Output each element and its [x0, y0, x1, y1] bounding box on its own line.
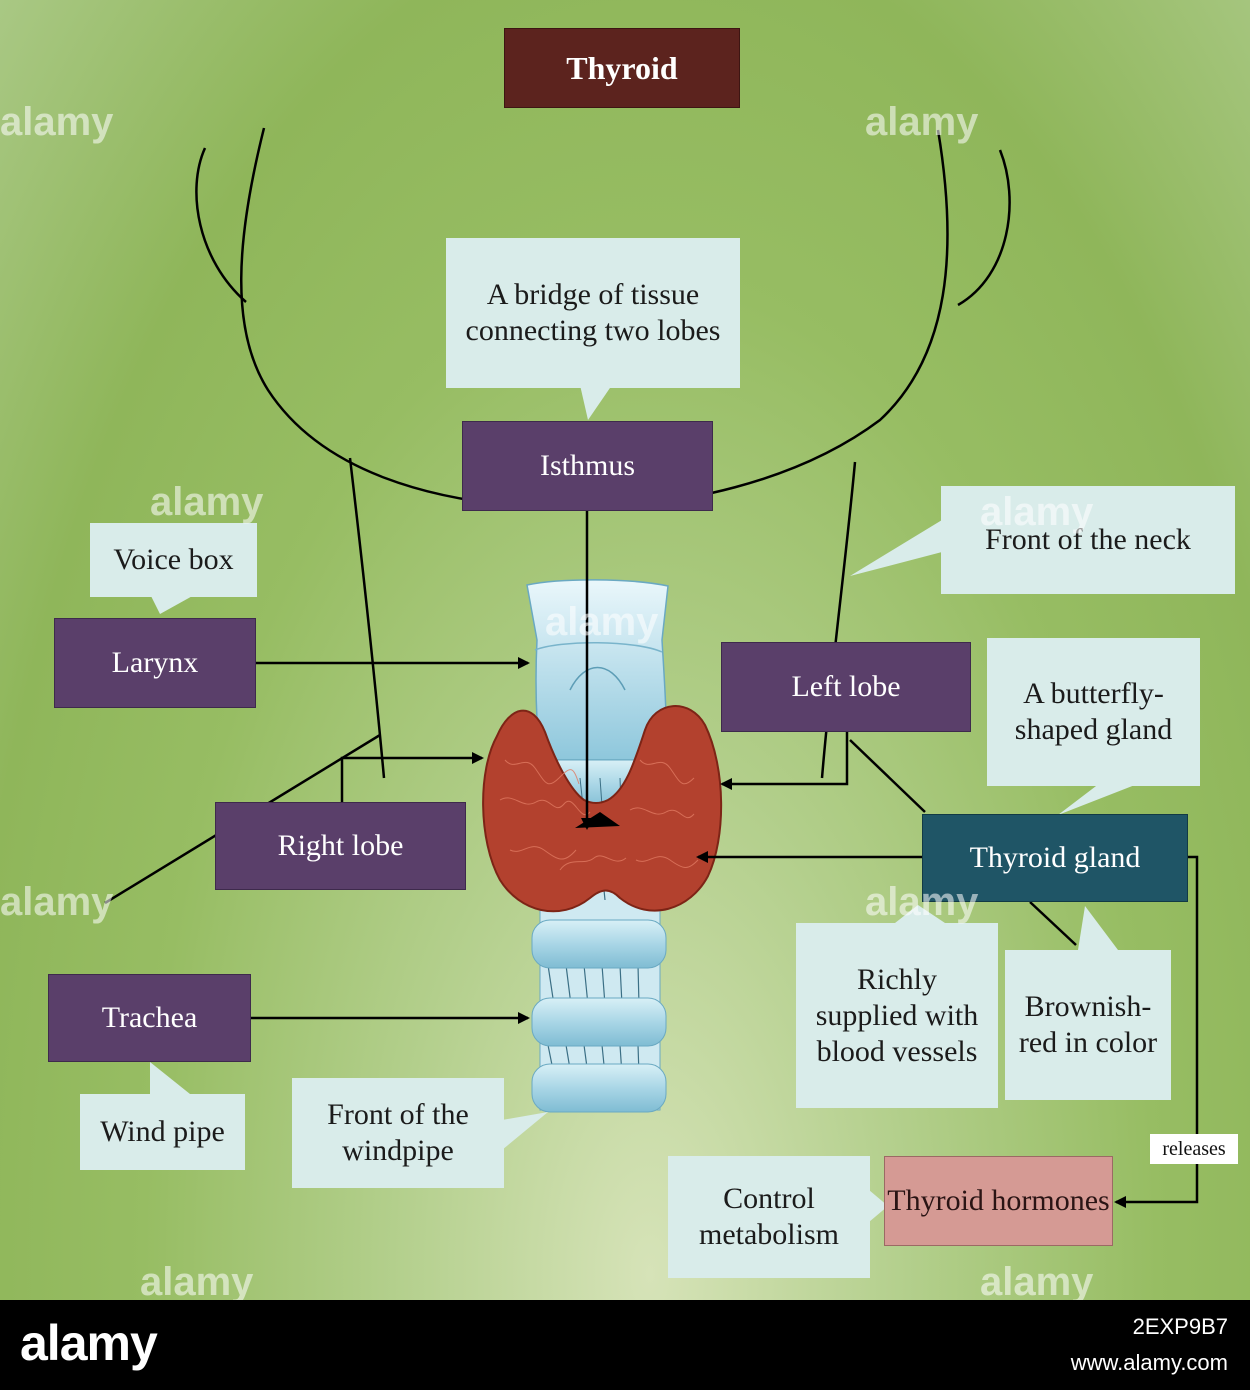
larynx-label: Larynx [54, 618, 256, 708]
neck-right-line [820, 461, 857, 779]
blood-vessels-callout: Richly supplied with blood vessels [796, 923, 998, 1108]
wind-pipe-callout: Wind pipe [80, 1094, 245, 1170]
callout-pointers [150, 385, 1140, 1222]
releases-arrow [1114, 855, 1199, 1208]
control-metabolism-callout: Control metabolism [668, 1156, 870, 1278]
diagram-canvas: Thyroid A bridge of tissue connecting tw… [0, 0, 1250, 1304]
alamy-logo: alamy [20, 1315, 158, 1371]
left-lobe-label: Left lobe [721, 642, 971, 732]
site-url: www.alamy.com [1070, 1350, 1228, 1375]
releases-tag: releases [1150, 1134, 1238, 1164]
right-lobe-arrow [340, 752, 484, 802]
neck-left-line [348, 457, 386, 779]
connectors [104, 510, 1199, 1208]
right-lobe-label: Right lobe [215, 802, 466, 890]
anatomy-artwork [104, 385, 1199, 1222]
butterfly-callout: A butterfly-shaped gland [987, 638, 1200, 786]
thyroid-gland-label: Thyroid gland [922, 814, 1188, 902]
brownish-callout: Brownish-red in color [1005, 950, 1171, 1100]
isthmus-label: Isthmus [462, 421, 713, 511]
trachea-label: Trachea [48, 974, 251, 1062]
footer-bar: alamy 2EXP9B7 www.alamy.com [0, 1300, 1250, 1390]
left-lobe-arrow [720, 730, 849, 790]
front-windpipe-callout: Front of the windpipe [292, 1078, 504, 1188]
front-of-neck-callout: Front of the neck [941, 486, 1235, 594]
diagram-title: Thyroid [504, 28, 740, 108]
voice-box-callout: Voice box [90, 523, 257, 597]
thyroid-hormones-label: Thyroid hormones [884, 1156, 1113, 1246]
thyroid-illustration [482, 705, 723, 913]
isthmus-description: A bridge of tissue connecting two lobes [446, 238, 740, 388]
image-id: 2EXP9B7 [1132, 1314, 1228, 1339]
